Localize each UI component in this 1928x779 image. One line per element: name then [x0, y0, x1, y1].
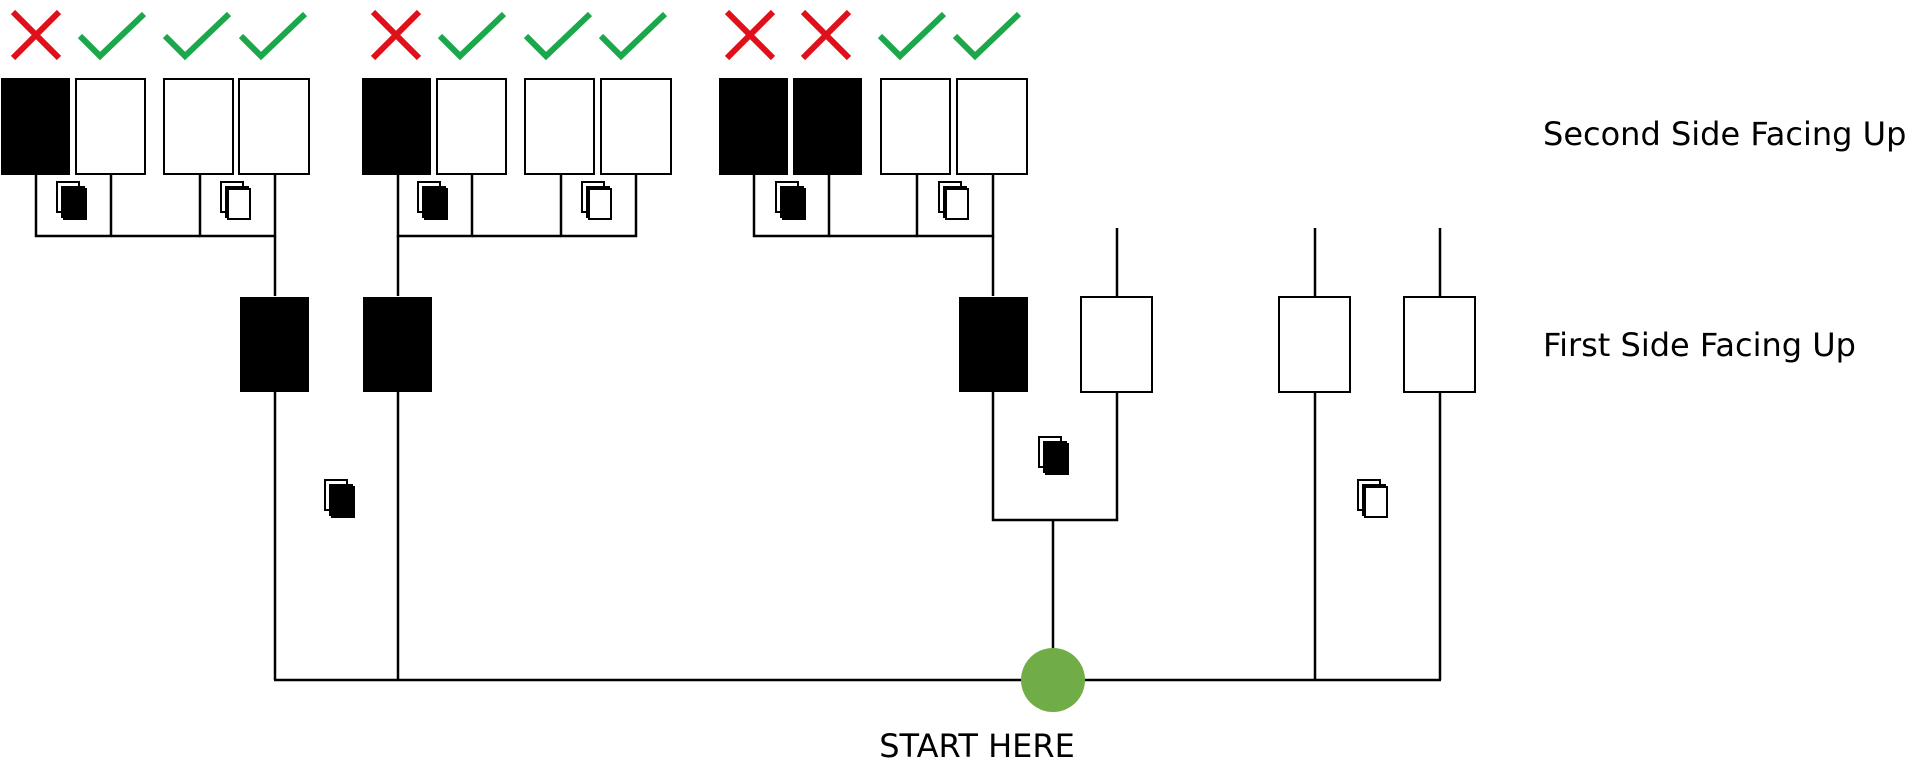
deck-white-icon: [581, 181, 612, 220]
check-icon: [80, 14, 144, 56]
second-side-cards: [1, 78, 1028, 175]
card-white: [1080, 296, 1153, 393]
check-icon: [955, 14, 1019, 56]
card-white: [238, 78, 310, 175]
check-icon: [165, 14, 229, 56]
card-black: [793, 78, 862, 175]
card-white: [956, 78, 1028, 175]
deck-white-icon: [1357, 479, 1388, 518]
card-black: [363, 297, 432, 392]
deck-black-icon: [417, 181, 448, 220]
card-black: [959, 297, 1028, 392]
check-icon: [440, 14, 504, 56]
card-black: [719, 78, 788, 175]
start-node: [1021, 648, 1085, 712]
tree-connectors: [34, 174, 1442, 682]
card-white: [1403, 296, 1476, 393]
card-white: [524, 78, 595, 175]
deck-white-icon: [220, 181, 251, 220]
cross-icon: [373, 12, 419, 58]
outcome-marks: [13, 12, 1019, 58]
card-black: [1, 78, 70, 175]
deck-black-icon: [1038, 436, 1069, 475]
card-white: [880, 78, 951, 175]
cross-icon: [727, 12, 773, 58]
start-label: START HERE: [879, 727, 1075, 765]
card-white: [163, 78, 234, 175]
deck-black-icon: [324, 479, 355, 518]
check-icon: [241, 14, 305, 56]
check-icon: [526, 14, 590, 56]
cross-icon: [13, 12, 59, 58]
check-icon: [880, 14, 944, 56]
card-white: [600, 78, 672, 175]
first-side-cards: [240, 296, 1476, 393]
second-side-label: Second Side Facing Up: [1543, 115, 1906, 153]
card-white: [75, 78, 146, 175]
card-black: [362, 78, 431, 175]
deck-white-icon: [938, 181, 969, 220]
cross-icon: [803, 12, 849, 58]
card-white: [1278, 296, 1351, 393]
first-side-label: First Side Facing Up: [1543, 326, 1856, 364]
card-black: [240, 297, 309, 392]
card-white: [436, 78, 507, 175]
deck-black-icon: [775, 181, 806, 220]
check-icon: [601, 14, 665, 56]
deck-black-icon: [56, 181, 87, 220]
